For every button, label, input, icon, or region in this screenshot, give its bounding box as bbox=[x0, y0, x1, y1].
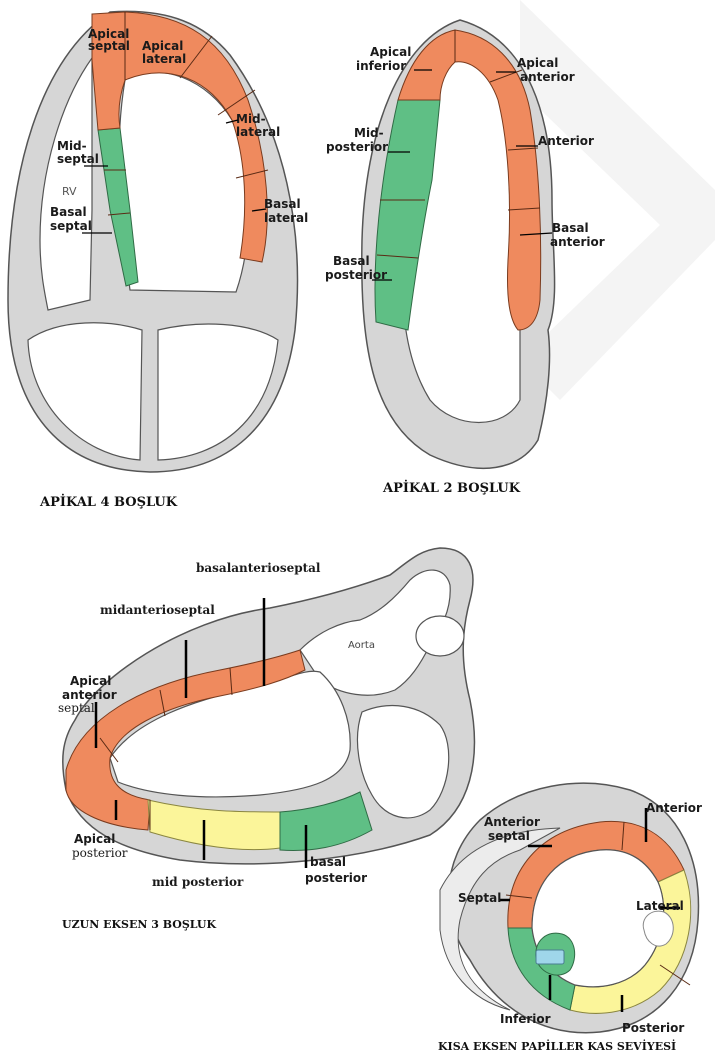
svg-text:mid posterior: mid posterior bbox=[152, 875, 244, 889]
svg-text:lateral: lateral bbox=[142, 52, 186, 66]
svg-text:APİKAL 2 BOŞLUK: APİKAL 2 BOŞLUK bbox=[382, 480, 521, 496]
sax-papillary-highlight bbox=[536, 950, 564, 964]
svg-text:Basal: Basal bbox=[50, 205, 87, 219]
svg-text:posterior: posterior bbox=[326, 140, 388, 154]
svg-text:Aorta: Aorta bbox=[348, 640, 375, 651]
svg-text:Mid-: Mid- bbox=[57, 139, 87, 153]
lax-label-basal-posterior-1: basal bbox=[310, 855, 346, 869]
svg-text:basalanterioseptal: basalanterioseptal bbox=[196, 561, 321, 575]
a4c-label-rv: RV bbox=[62, 185, 77, 198]
sax-label-lateral: Lateral bbox=[636, 899, 684, 913]
svg-text:septal: septal bbox=[57, 152, 99, 166]
svg-text:Inferior: Inferior bbox=[500, 1012, 551, 1026]
a4c-label-mid-septal-2: septal bbox=[57, 152, 99, 166]
svg-text:Mid-: Mid- bbox=[236, 112, 266, 126]
svg-text:anterior: anterior bbox=[550, 235, 605, 249]
a2c-label-apical-inferior-1: Apical bbox=[370, 45, 411, 59]
svg-text:lateral: lateral bbox=[264, 211, 308, 225]
svg-text:Apical: Apical bbox=[70, 674, 111, 688]
svg-text:Anterior: Anterior bbox=[646, 801, 702, 815]
a4c-ra-cavity bbox=[28, 323, 142, 460]
sax-label-septal: Septal bbox=[458, 891, 501, 905]
svg-text:Septal: Septal bbox=[458, 891, 501, 905]
svg-text:septal: septal bbox=[488, 829, 530, 843]
a2c-label-basal-posterior-1: Basal bbox=[333, 254, 370, 268]
svg-text:midanterioseptal: midanterioseptal bbox=[100, 603, 215, 617]
svg-text:lateral: lateral bbox=[236, 125, 280, 139]
a4c-label-mid-septal-1: Mid- bbox=[57, 139, 87, 153]
svg-text:Apical: Apical bbox=[517, 56, 558, 70]
svg-text:Posterior: Posterior bbox=[622, 1021, 684, 1035]
svg-text:Mid-: Mid- bbox=[354, 126, 384, 140]
lax-label-apical-anterior-septal-1: Apical bbox=[70, 674, 111, 688]
svg-text:RV: RV bbox=[62, 185, 77, 198]
svg-text:inferior: inferior bbox=[356, 59, 406, 73]
svg-text:Apical: Apical bbox=[142, 39, 183, 53]
lax-label-basal-posterior-2: posterior bbox=[305, 871, 367, 885]
sax-label-posterior: Posterior bbox=[622, 1021, 684, 1035]
a4c-label-apical-lateral-2: lateral bbox=[142, 52, 186, 66]
svg-text:basal: basal bbox=[310, 855, 346, 869]
a4c-label-mid-lateral-2: lateral bbox=[236, 125, 280, 139]
svg-text:septal: septal bbox=[88, 39, 130, 53]
svg-text:anterior: anterior bbox=[520, 70, 575, 84]
svg-text:Basal: Basal bbox=[264, 197, 301, 211]
svg-text:posterior: posterior bbox=[305, 871, 367, 885]
a2c-label-basal-anterior-1: Basal bbox=[552, 221, 589, 235]
a4c-label-apical-lateral-1: Apical bbox=[142, 39, 183, 53]
a4c-label-basal-lateral-2: lateral bbox=[264, 211, 308, 225]
a2c-label-mid-posterior-1: Mid- bbox=[354, 126, 384, 140]
a4c-label-apical-septal-2: septal bbox=[88, 39, 130, 53]
lax-label-apical-anterior-septal-2: anterior bbox=[62, 688, 117, 702]
svg-text:KISA EKSEN PAPİLLER KAS SEVİYE: KISA EKSEN PAPİLLER KAS SEVİYESİ bbox=[438, 1039, 676, 1053]
svg-text:septal: septal bbox=[50, 219, 92, 233]
sax-caption: KISA EKSEN PAPİLLER KAS SEVİYESİ bbox=[438, 1039, 676, 1053]
a2c-label-basal-anterior-2: anterior bbox=[550, 235, 605, 249]
a4c-label-basal-lateral-1: Basal bbox=[264, 197, 301, 211]
a4c-caption: APİKAL 4 BOŞLUK bbox=[39, 494, 178, 510]
a4c-la-cavity bbox=[158, 324, 278, 460]
svg-text:Basal: Basal bbox=[552, 221, 589, 235]
lax-label-mid-posterior: mid posterior bbox=[152, 875, 244, 889]
lax-label-apical-posterior-1: Apical bbox=[74, 832, 115, 846]
a2c-caption: APİKAL 2 BOŞLUK bbox=[382, 480, 521, 496]
svg-text:anterior: anterior bbox=[62, 688, 117, 702]
svg-text:Anterior: Anterior bbox=[484, 815, 540, 829]
svg-text:APİKAL 4 BOŞLUK: APİKAL 4 BOŞLUK bbox=[39, 494, 178, 510]
sax-label-anterior-septal-1: Anterior bbox=[484, 815, 540, 829]
apical-4-chamber-diagram: Apical septal Apical lateral Mid- latera… bbox=[8, 11, 308, 510]
lax-label-basalanterioseptal: basalanterioseptal bbox=[196, 561, 321, 575]
a4c-label-basal-septal-1: Basal bbox=[50, 205, 87, 219]
svg-text:Basal: Basal bbox=[333, 254, 370, 268]
svg-text:septal: septal bbox=[58, 701, 95, 715]
sax-label-inferior: Inferior bbox=[500, 1012, 551, 1026]
lax-label-apical-posterior-2: posterior bbox=[72, 846, 128, 860]
svg-text:UZUN EKSEN 3 BOŞLUK: UZUN EKSEN 3 BOŞLUK bbox=[62, 918, 216, 931]
svg-text:Apical: Apical bbox=[74, 832, 115, 846]
svg-text:Anterior: Anterior bbox=[538, 134, 594, 148]
a2c-label-anterior: Anterior bbox=[538, 134, 594, 148]
lax-label-midanterioseptal: midanterioseptal bbox=[100, 603, 215, 617]
svg-text:Apical: Apical bbox=[370, 45, 411, 59]
lax-aortic-ring bbox=[416, 616, 464, 656]
a4c-label-basal-septal-2: septal bbox=[50, 219, 92, 233]
a4c-label-mid-lateral-1: Mid- bbox=[236, 112, 266, 126]
lax-caption: UZUN EKSEN 3 BOŞLUK bbox=[62, 918, 216, 931]
a2c-label-apical-anterior-2: anterior bbox=[520, 70, 575, 84]
sax-label-anterior: Anterior bbox=[646, 801, 702, 815]
short-axis-papillary-diagram: Anterior Anterior septal Septal Lateral … bbox=[438, 783, 702, 1053]
long-axis-3-chamber-diagram: basalanterioseptal midanterioseptal Apic… bbox=[58, 548, 474, 931]
svg-text:Lateral: Lateral bbox=[636, 899, 684, 913]
a2c-label-apical-anterior-1: Apical bbox=[517, 56, 558, 70]
lax-label-apical-anterior-septal-3: septal bbox=[58, 701, 95, 715]
lax-label-aorta: Aorta bbox=[348, 640, 375, 651]
a2c-label-apical-inferior-2: inferior bbox=[356, 59, 406, 73]
sax-label-anterior-septal-2: septal bbox=[488, 829, 530, 843]
a2c-label-mid-posterior-2: posterior bbox=[326, 140, 388, 154]
svg-text:posterior: posterior bbox=[72, 846, 128, 860]
